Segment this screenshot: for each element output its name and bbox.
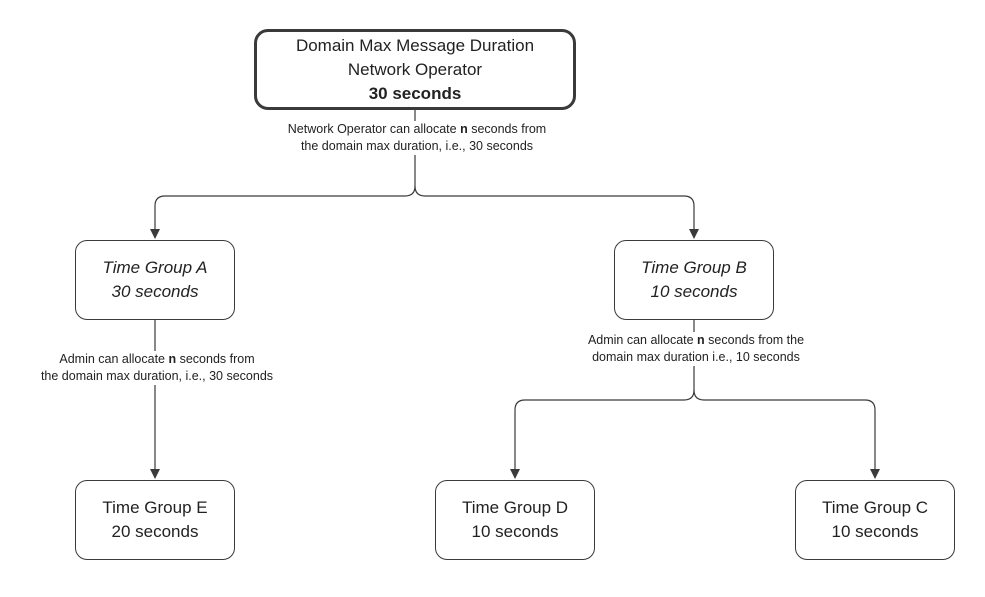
admin-a-note-line-1: Admin can allocate n seconds from: [27, 351, 287, 368]
time-group-a-node: Time Group A 30 seconds: [75, 240, 235, 320]
admin-b-note-pre: Admin can allocate: [587, 333, 698, 347]
time-group-d-duration: 10 seconds: [471, 522, 559, 541]
time-group-c-node: Time Group C 10 seconds: [795, 480, 955, 560]
time-group-b-node: Time Group B 10 seconds: [614, 240, 774, 320]
time-group-a-title: Time Group A: [102, 258, 208, 277]
operator-note-pre: Network Operator can allocate: [287, 122, 461, 136]
time-group-b-title: Time Group B: [641, 258, 747, 277]
time-group-c-title: Time Group C: [821, 498, 929, 517]
admin-a-note-bold: n: [168, 352, 177, 366]
time-group-a-duration: 30 seconds: [111, 282, 199, 301]
operator-note-bold: n: [460, 122, 468, 136]
root-node: Domain Max Message Duration Network Oper…: [254, 29, 576, 110]
root-node-duration: 30 seconds: [368, 83, 462, 103]
admin-b-note-bold: n: [697, 333, 705, 347]
time-group-e-duration: 20 seconds: [111, 522, 199, 541]
admin-b-allocation-note: Admin can allocate n seconds from the do…: [569, 332, 823, 366]
admin-b-note-line-1: Admin can allocate n seconds from the: [571, 332, 821, 349]
root-node-owner: Network Operator: [347, 59, 483, 79]
time-group-c-duration: 10 seconds: [831, 522, 919, 541]
admin-a-allocation-note: Admin can allocate n seconds from the do…: [25, 351, 289, 385]
root-node-title: Domain Max Message Duration: [295, 35, 535, 55]
admin-a-note-post: seconds from: [176, 352, 255, 366]
time-group-e-node: Time Group E 20 seconds: [75, 480, 235, 560]
time-group-d-title: Time Group D: [461, 498, 569, 517]
connector-root-to-group-a: [150, 185, 416, 239]
time-group-e-title: Time Group E: [102, 498, 208, 517]
connector-group-b-to-group-d: [510, 389, 695, 479]
connector-group-b-to-group-c: [693, 389, 880, 479]
operator-note-post: seconds from: [467, 122, 547, 136]
admin-a-note-pre: Admin can allocate: [59, 352, 169, 366]
operator-note-line-1: Network Operator can allocate n seconds …: [272, 121, 562, 138]
admin-b-note-line-2: domain max duration i.e., 10 seconds: [592, 350, 800, 364]
operator-allocation-note: Network Operator can allocate n seconds …: [270, 121, 564, 155]
admin-b-note-post: seconds from the: [704, 333, 805, 347]
time-group-b-duration: 10 seconds: [650, 282, 738, 301]
connector-root-to-group-b: [414, 185, 699, 239]
time-group-d-node: Time Group D 10 seconds: [435, 480, 595, 560]
admin-a-note-line-2: the domain max duration, i.e., 30 second…: [40, 369, 274, 383]
operator-note-line-2: the domain max duration, i.e., 30 second…: [300, 139, 534, 153]
